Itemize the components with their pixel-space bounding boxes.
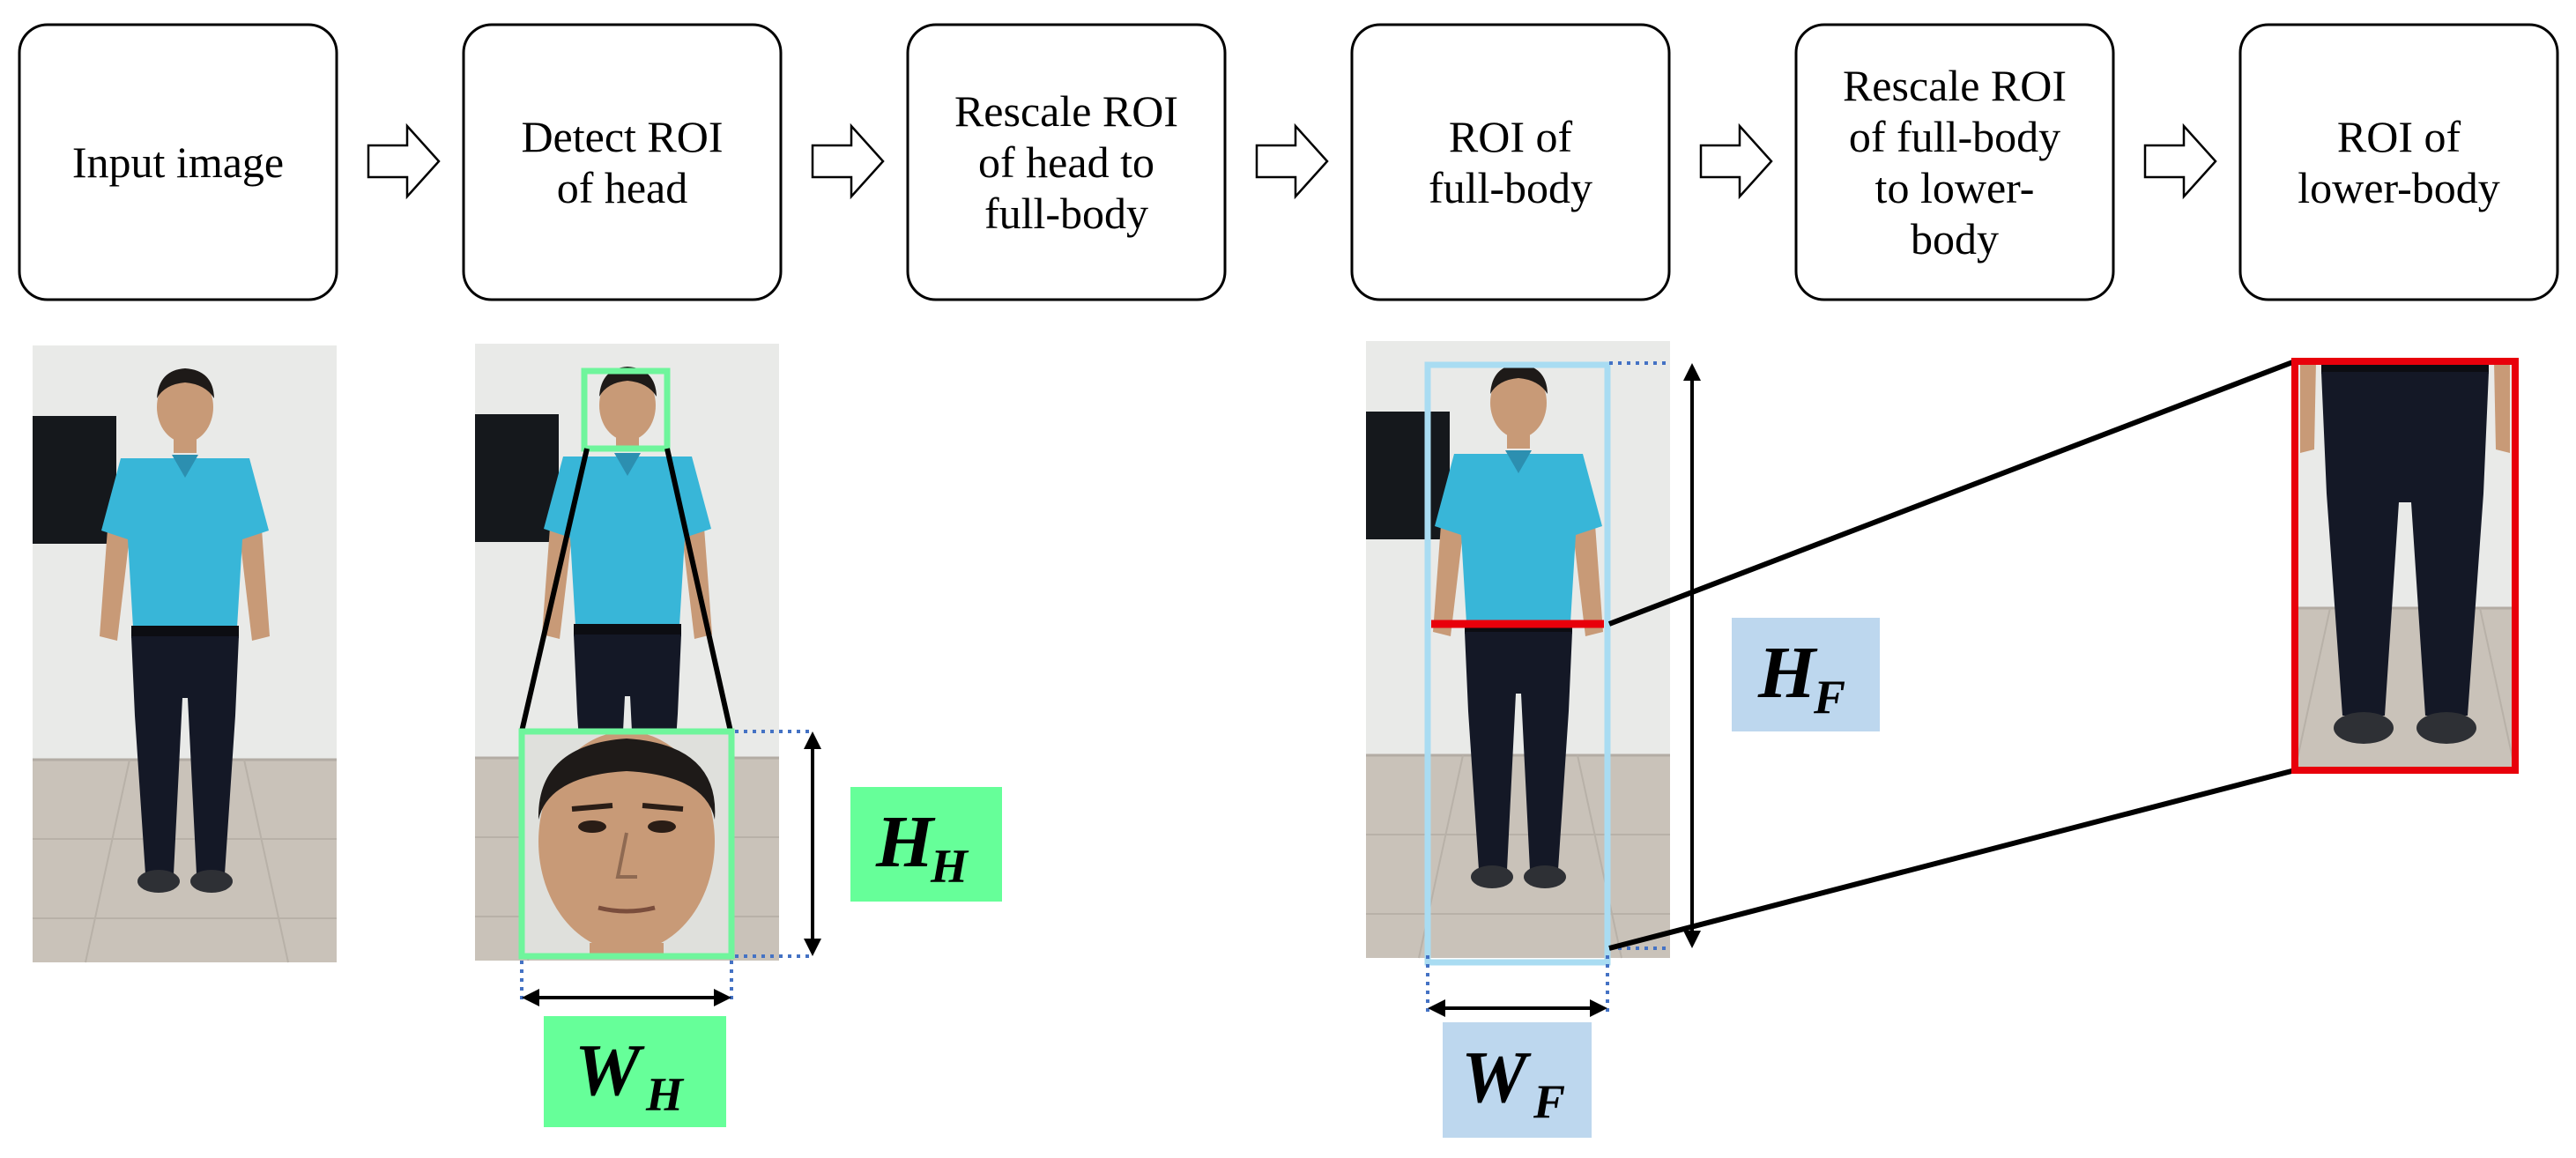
label-full-width: W F — [1443, 1022, 1592, 1138]
step-label-line: Rescale ROI — [954, 86, 1178, 136]
person-photo — [31, 344, 338, 964]
step-label-line: Detect ROI — [521, 112, 723, 161]
lower-body-roi-box — [2291, 358, 2519, 774]
label-head-width: W H — [544, 1016, 726, 1127]
step-label-line: ROI of — [2337, 112, 2461, 161]
lower-zoom-line-top — [1607, 359, 2297, 627]
zoom-line-right — [664, 448, 733, 732]
step-label-line: lower-body — [2298, 163, 2500, 212]
right-arrow-icon — [1255, 124, 1329, 198]
full-body-photo — [1364, 339, 1672, 966]
label-subscript: H — [930, 840, 969, 893]
head-detection-photo — [473, 342, 781, 962]
label-subscript: H — [645, 1068, 685, 1121]
step-label-line: ROI of — [1449, 112, 1573, 161]
step-label-line: Input image — [72, 137, 284, 187]
label-subscript: F — [1533, 1075, 1565, 1128]
step-label-line: of full-body — [1849, 112, 2060, 161]
head-dimensions — [520, 730, 821, 1006]
label-main: H — [875, 801, 936, 883]
enlarged-head-roi-box — [518, 728, 735, 960]
label-subscript: F — [1813, 671, 1845, 724]
right-arrow-icon — [1699, 124, 1773, 198]
lower-zoom-line-bottom — [1608, 768, 2296, 951]
step-label-line: of head — [557, 163, 688, 212]
step-label-line: full-body — [984, 189, 1148, 238]
label-main: W — [1461, 1036, 1532, 1118]
full-body-roi-box — [1424, 361, 1611, 966]
input-image-photo — [31, 344, 338, 964]
head-roi-box — [581, 367, 671, 452]
label-main: H — [1757, 632, 1818, 714]
zoom-line-left — [519, 448, 590, 732]
step-label-line: to lower- — [1875, 163, 2035, 212]
label-head-height: H H — [850, 787, 1002, 902]
step-label-line: Rescale ROI — [1843, 61, 2067, 110]
pants-photo — [2294, 361, 2516, 771]
step-box: Input image — [18, 23, 338, 301]
label-full-height: H F — [1732, 618, 1880, 731]
person-photo — [1364, 339, 1672, 960]
step-label-line: of head to — [978, 137, 1154, 187]
right-arrow-icon — [811, 124, 885, 198]
lower-body-photo — [2291, 358, 2519, 774]
face-photo — [522, 731, 731, 956]
label-main: W — [575, 1029, 645, 1111]
right-arrow-icon — [367, 124, 441, 198]
step-label-line: full-body — [1429, 163, 1592, 212]
right-arrow-icon — [2143, 124, 2217, 198]
step-label-line: body — [1911, 214, 1999, 264]
